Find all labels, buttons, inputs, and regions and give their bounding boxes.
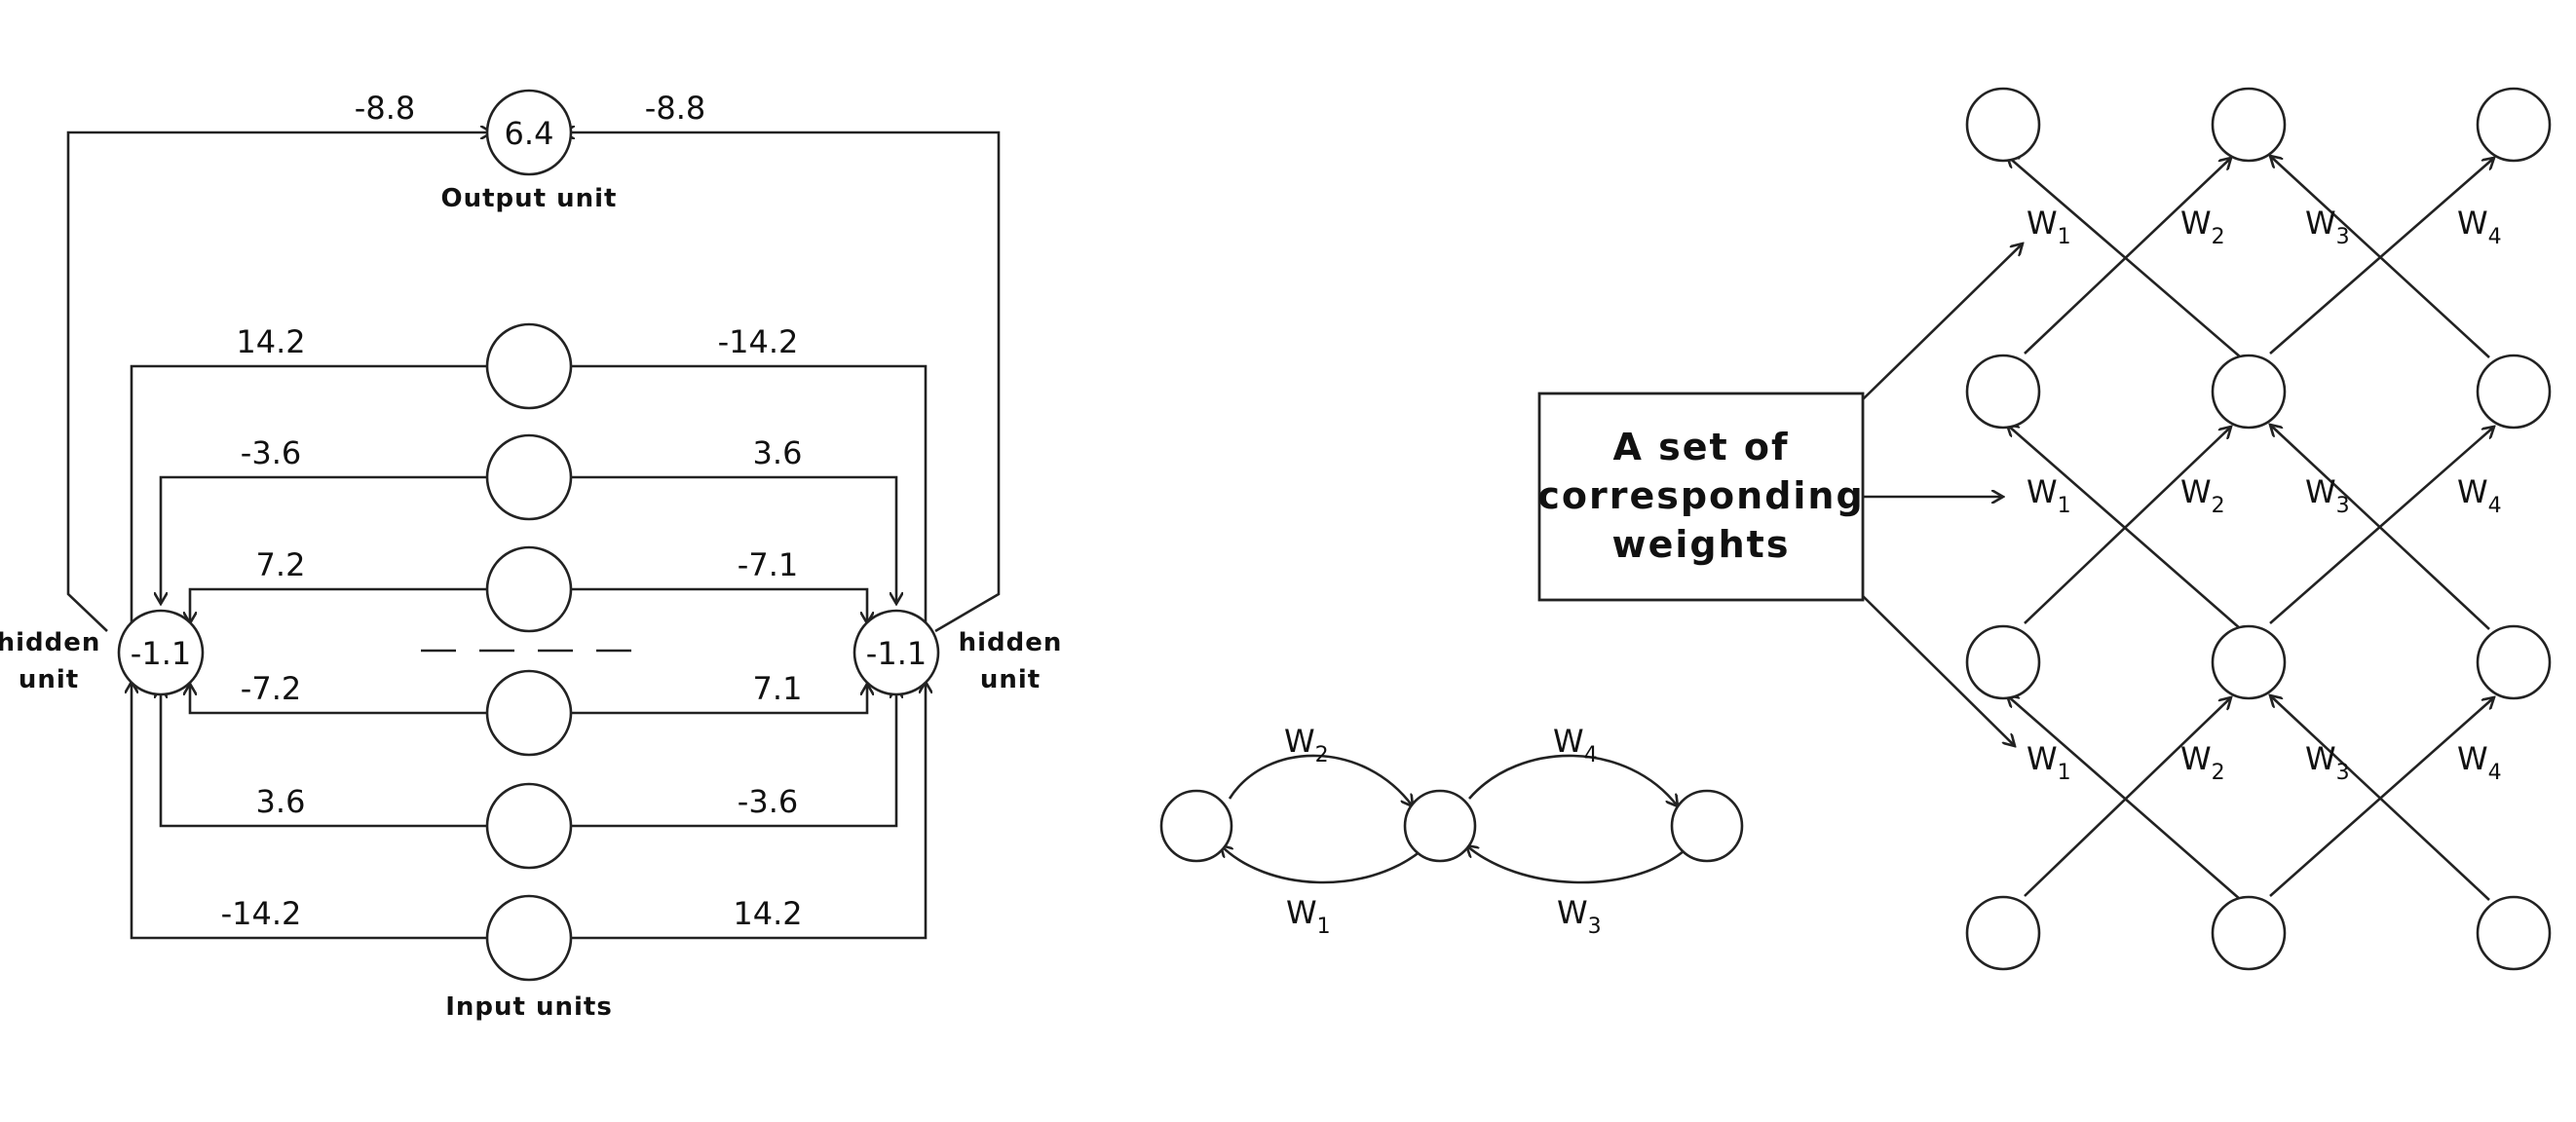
weight-row2-right: 3.6 xyxy=(753,434,803,471)
hidden-unit-left-bias: -1.1 xyxy=(131,635,191,672)
edge-row1-left xyxy=(132,364,487,648)
hidden-unit-right xyxy=(852,609,940,696)
edge-row3-left xyxy=(190,587,487,623)
lattice-edges-bottom xyxy=(2007,695,2494,901)
edge-row1-right xyxy=(571,364,926,648)
lattice-weight-r1-w2: W2 xyxy=(2180,205,2225,249)
lattice-node-r4-c3 xyxy=(2476,895,2552,971)
lattice-weight-r1-w3: W3 xyxy=(2305,205,2350,249)
graph-node-1 xyxy=(1159,789,1233,863)
weight-row6-left: -14.2 xyxy=(221,895,302,932)
output-unit-label: Output unit xyxy=(440,184,617,213)
input-unit-4 xyxy=(485,669,573,757)
edge-row2-right xyxy=(571,475,896,604)
pointer-row3 xyxy=(1862,595,2015,746)
edge-row2-left xyxy=(161,475,487,604)
graph-weight-w4: W4 xyxy=(1553,723,1598,767)
edge-row3-right xyxy=(571,587,867,623)
weights-box-line-2: corresponding xyxy=(1537,474,1864,517)
weight-output-right: -8.8 xyxy=(645,90,705,127)
input-unit-5 xyxy=(485,782,573,870)
edge-w4 xyxy=(1468,754,1678,806)
output-unit-bias: 6.4 xyxy=(505,115,554,152)
weights-box-line-3: weights xyxy=(1612,523,1791,566)
edge-w3 xyxy=(1466,845,1685,884)
weight-row4-left: -7.2 xyxy=(241,670,301,707)
hidden-unit-left-label-2: unit xyxy=(19,665,79,694)
graph-node-2 xyxy=(1403,789,1477,863)
lattice-weight-r3-w2: W2 xyxy=(2180,740,2225,785)
lattice-weight-r3-w1: W1 xyxy=(2027,740,2071,785)
edge-w1 xyxy=(1221,845,1421,884)
edge-row6-left xyxy=(132,682,487,940)
lattice-node-r3-c2 xyxy=(2211,624,2287,700)
edge-row4-right xyxy=(571,684,867,715)
graph-weight-w1: W1 xyxy=(1286,894,1331,939)
lattice-weight-r1-w1: W1 xyxy=(2027,205,2071,249)
edge-row4-left xyxy=(190,684,487,715)
hidden-unit-right-label-2: unit xyxy=(980,665,1041,694)
graph-weight-w3: W3 xyxy=(1557,894,1602,939)
input-units-label: Input units xyxy=(445,992,613,1022)
lattice-weight-r1-w4: W4 xyxy=(2457,205,2502,249)
shared-weight-lattice: A set of corresponding weights xyxy=(1537,87,2552,971)
lattice-node-r2-c2 xyxy=(2211,354,2287,430)
weight-row5-right: -3.6 xyxy=(738,783,798,820)
edge-row6-right xyxy=(571,682,926,940)
output-unit xyxy=(485,89,573,176)
lattice-edges-top xyxy=(2007,156,2494,358)
lattice-weight-r2-w4: W4 xyxy=(2457,473,2502,518)
weights-box xyxy=(1537,392,1865,602)
weight-row1-right: -14.2 xyxy=(718,323,799,360)
weights-box-line-1: A set of xyxy=(1612,426,1789,468)
hidden-unit-right-label-1: hidden xyxy=(959,628,1063,657)
pointer-row1 xyxy=(1862,243,2023,400)
lattice-node-r1-c1 xyxy=(1965,87,2041,163)
lattice-weight-r3-w4: W4 xyxy=(2457,740,2502,785)
weight-output-left: -8.8 xyxy=(355,90,415,127)
lattice-weight-r3-w3: W3 xyxy=(2305,740,2350,785)
hidden-unit-left-label-1: hidden xyxy=(0,628,100,657)
lattice-node-r1-c3 xyxy=(2476,87,2552,163)
edge-hidden-right-to-output xyxy=(563,132,1001,633)
weight-row5-left: 3.6 xyxy=(256,783,306,820)
weight-row2-left: -3.6 xyxy=(241,434,301,471)
weight-row4-right: 7.1 xyxy=(753,670,803,707)
lattice-node-r4-c2 xyxy=(2211,895,2287,971)
graph-weight-w2: W2 xyxy=(1284,723,1329,767)
input-unit-2 xyxy=(485,433,573,521)
edge-row5-left xyxy=(161,687,487,828)
hidden-unit-left xyxy=(117,609,205,696)
hidden-unit-right-bias: -1.1 xyxy=(866,635,927,672)
lattice-node-r2-c1 xyxy=(1965,354,2041,430)
input-unit-1 xyxy=(485,322,573,410)
graph-node-3 xyxy=(1670,789,1744,863)
lattice-node-r3-c1 xyxy=(1965,624,2041,700)
lattice-node-r3-c3 xyxy=(2476,624,2552,700)
lattice-weight-r2-w2: W2 xyxy=(2180,473,2225,518)
edge-hidden-left-to-output xyxy=(66,132,492,632)
input-unit-3 xyxy=(485,545,573,633)
weight-row1-left: 14.2 xyxy=(236,323,305,360)
weight-row3-left: 7.2 xyxy=(256,546,306,583)
weight-row3-right: -7.1 xyxy=(738,546,798,583)
lattice-node-r4-c1 xyxy=(1965,895,2041,971)
lattice-node-r1-c2 xyxy=(2211,87,2287,163)
lattice-weight-r2-w3: W3 xyxy=(2305,473,2350,518)
input-unit-6 xyxy=(485,894,573,982)
weight-row6-right: 14.2 xyxy=(733,895,802,932)
symmetry-network: -8.8 -8.8 6.4 Output unit 14. xyxy=(0,89,1063,1022)
edge-row5-right xyxy=(571,687,896,828)
edge-w2 xyxy=(1228,754,1413,806)
lattice-node-r2-c3 xyxy=(2476,354,2552,430)
small-weight-graph: W2 W4 W1 W3 xyxy=(1159,723,1744,939)
lattice-weight-r2-w1: W1 xyxy=(2027,473,2071,518)
lattice-edges-middle xyxy=(2007,425,2494,630)
